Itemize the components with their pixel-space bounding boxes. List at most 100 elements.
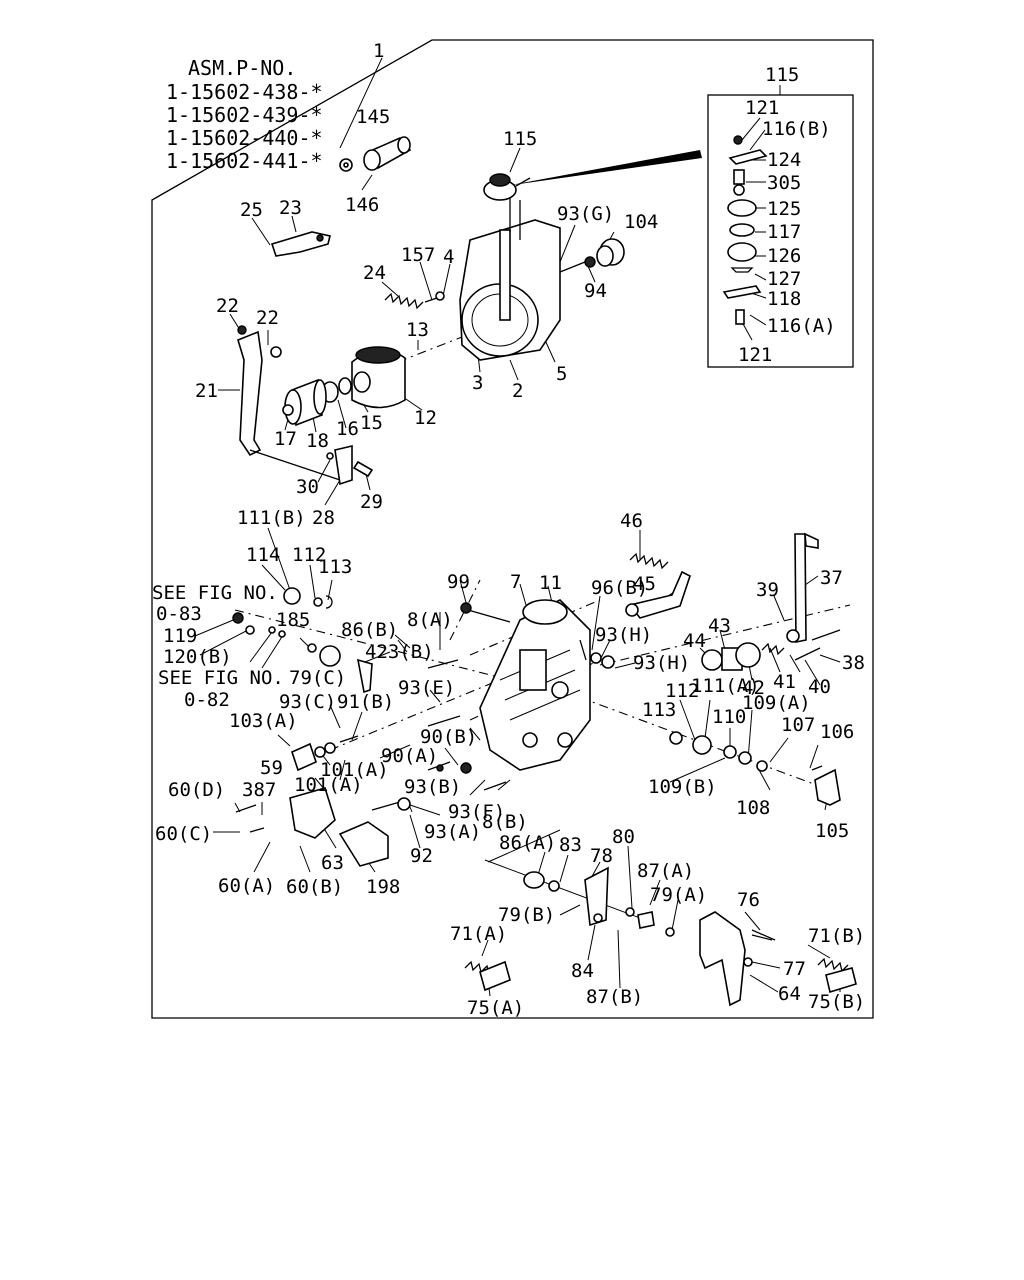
- part-callout: 118: [767, 288, 801, 310]
- part-callout: 109(A): [742, 692, 811, 714]
- part-callout: 121: [738, 344, 772, 366]
- part-106-105: [811, 765, 841, 806]
- part-callout: 60(B): [286, 876, 343, 898]
- part-callout: 116(A): [767, 315, 836, 337]
- part-callout: 93(H): [595, 624, 652, 646]
- part-callout: 8(B): [482, 811, 528, 833]
- part-callout: 21: [195, 380, 218, 402]
- part-callouts: 1 145 146 115 115 93(G) 104 94 157 4 24 …: [155, 40, 865, 1019]
- part-21-lever: [237, 325, 341, 481]
- part-callout: 112: [665, 680, 699, 702]
- part-callout: 86(A): [499, 832, 556, 854]
- part-8a-bolt: [427, 659, 459, 669]
- part-callout: 101(A): [320, 759, 389, 781]
- part-104-nut: [596, 238, 625, 267]
- part-callout: 113: [318, 556, 352, 578]
- reference-note-line: SEE FIG NO.: [158, 667, 284, 689]
- part-callout: 7: [510, 571, 521, 593]
- part-callout: 124: [767, 149, 801, 171]
- part-callout: 30: [296, 476, 319, 498]
- part-callout: 41: [773, 671, 796, 693]
- part-callout: 46: [620, 510, 643, 532]
- part-callout: 24: [363, 262, 386, 284]
- part-145-cylinder: [363, 136, 412, 171]
- part-callout: 305: [767, 172, 801, 194]
- part-7-pump-body: [479, 599, 591, 771]
- part-92-93a: [371, 797, 411, 811]
- reference-note-line: 0-82: [184, 689, 230, 711]
- part-callout: 64: [778, 983, 801, 1005]
- part-callout: 90(A): [381, 745, 438, 767]
- part-callout: 93(A): [424, 821, 481, 843]
- part-callout: 60(C): [155, 823, 212, 845]
- part-callout: 86(B): [341, 619, 398, 641]
- part-callout: 112: [292, 544, 326, 566]
- part-40-38-screws: [794, 629, 841, 661]
- part-24-spring: [384, 292, 424, 310]
- part-callout: 42: [742, 677, 765, 699]
- part-99-bolt: [460, 602, 511, 623]
- assembly-part-number: 1-15602-438-*: [166, 80, 323, 104]
- part-callout: 4: [443, 246, 454, 268]
- part-callout: 94: [584, 280, 607, 302]
- part-callout: 38: [842, 652, 865, 674]
- part-109a-110-107-108: [669, 731, 768, 772]
- part-callout: 99: [447, 571, 470, 593]
- part-18-drum: [284, 378, 327, 427]
- part-90a-90b-bolts: [427, 715, 461, 772]
- part-callout: 423(B): [365, 641, 434, 663]
- part-17-washer: [282, 404, 294, 416]
- part-111b-114-112-113: [283, 587, 333, 609]
- part-callout: 23: [279, 197, 302, 219]
- part-callout: 96(B): [591, 577, 648, 599]
- part-callout: 105: [815, 820, 849, 842]
- part-37-lever: [786, 532, 819, 643]
- part-96b-93h-washers: [579, 639, 615, 669]
- part-103a-91b-93c: [291, 735, 359, 772]
- part-callout: 93(E): [398, 677, 455, 699]
- part-2-housing: [459, 188, 561, 361]
- part-callout: 185: [276, 609, 310, 631]
- assembly-title: ASM.P-NO.: [188, 56, 296, 80]
- part-callout: 71(A): [450, 923, 507, 945]
- part-callout: 5: [556, 363, 567, 385]
- part-callout: 11: [539, 572, 562, 594]
- part-callout: 16: [336, 418, 359, 440]
- assembly-header: ASM.P-NO. 1-15602-438-* 1-15602-439-* 1-…: [166, 56, 323, 173]
- part-callout: 83: [559, 834, 582, 856]
- part-callout: 115: [765, 64, 799, 86]
- part-callout: 80: [612, 826, 635, 848]
- reference-note-line: 0-83: [156, 603, 202, 625]
- part-callout: 120(B): [163, 646, 232, 668]
- part-59-63-198: [235, 787, 389, 867]
- part-callout: 76: [737, 889, 760, 911]
- part-callout: 13: [406, 319, 429, 341]
- part-callout: 109(B): [648, 776, 717, 798]
- part-93g-screw: [559, 256, 596, 273]
- part-28-29-bracket: [326, 444, 374, 486]
- part-callout: 40: [808, 676, 831, 698]
- part-callout: 60(A): [218, 875, 275, 897]
- part-callout: 145: [356, 106, 390, 128]
- part-callout: 17: [274, 428, 297, 450]
- part-callout: 121: [745, 97, 779, 119]
- part-callout: 93(B): [404, 776, 461, 798]
- part-callout: 111(B): [237, 507, 306, 529]
- inset-pointer: [505, 150, 702, 186]
- part-callout: 87(A): [637, 860, 694, 882]
- part-86b-79c-423b: [307, 643, 373, 694]
- part-callout: 59: [260, 757, 283, 779]
- part-callout: 117: [767, 221, 801, 243]
- part-callout: 101(A): [294, 774, 363, 796]
- part-46-spring: [629, 552, 669, 570]
- part-callout: 79(A): [650, 884, 707, 906]
- part-callout: 93(C): [279, 691, 336, 713]
- part-callout: 87(B): [586, 986, 643, 1008]
- part-79a-79b: [593, 913, 675, 937]
- part-45-lever: [625, 570, 691, 619]
- part-callout: 63: [321, 852, 344, 874]
- part-callout: 60(D): [168, 779, 225, 801]
- part-callout: 12: [414, 407, 437, 429]
- part-callout: 79(B): [498, 904, 555, 926]
